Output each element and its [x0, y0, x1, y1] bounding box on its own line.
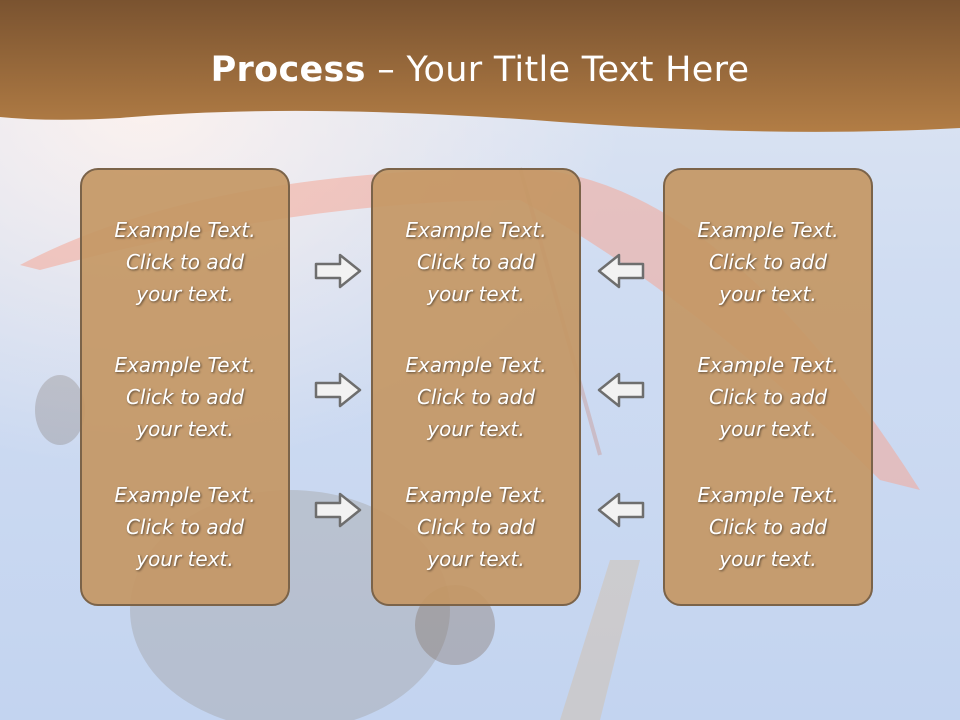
text-line: Example Text.	[697, 218, 839, 242]
text-line: your text.	[136, 282, 234, 306]
text-line: Example Text.	[697, 483, 839, 507]
text-block[interactable]: Example Text. Click to add your text.	[82, 214, 288, 310]
text-line: Example Text.	[405, 483, 547, 507]
text-line: Click to add	[416, 250, 536, 274]
process-column-left[interactable]: Example Text. Click to add your text. Ex…	[80, 168, 290, 606]
arrow-right-icon[interactable]	[314, 372, 362, 408]
process-column-center[interactable]: Example Text. Click to add your text. Ex…	[371, 168, 581, 606]
text-line: your text.	[427, 547, 525, 571]
text-line: your text.	[427, 417, 525, 441]
text-line: Click to add	[125, 385, 245, 409]
text-block[interactable]: Example Text. Click to add your text.	[82, 479, 288, 575]
text-line: Click to add	[708, 385, 828, 409]
text-line: your text.	[719, 417, 817, 441]
text-line: Click to add	[125, 515, 245, 539]
text-line: Example Text.	[114, 218, 256, 242]
text-line: Example Text.	[114, 483, 256, 507]
arrow-left-icon[interactable]	[597, 372, 645, 408]
arrow-left-icon[interactable]	[597, 253, 645, 289]
text-block[interactable]: Example Text. Click to add your text.	[82, 349, 288, 445]
header-band	[0, 0, 960, 132]
process-column-right[interactable]: Example Text. Click to add your text. Ex…	[663, 168, 873, 606]
text-line: your text.	[427, 282, 525, 306]
text-line: Example Text.	[405, 218, 547, 242]
text-block[interactable]: Example Text. Click to add your text.	[665, 214, 871, 310]
arrow-right-icon[interactable]	[314, 253, 362, 289]
text-line: your text.	[136, 417, 234, 441]
text-line: Click to add	[416, 515, 536, 539]
arrow-left-icon[interactable]	[597, 492, 645, 528]
text-block[interactable]: Example Text. Click to add your text.	[665, 349, 871, 445]
text-block[interactable]: Example Text. Click to add your text.	[373, 349, 579, 445]
text-line: Example Text.	[405, 353, 547, 377]
text-line: Example Text.	[114, 353, 256, 377]
text-block[interactable]: Example Text. Click to add your text.	[373, 479, 579, 575]
title-rest-text: – Your Title Text Here	[365, 50, 750, 90]
text-block[interactable]: Example Text. Click to add your text.	[373, 214, 579, 310]
slide-title[interactable]: Process – Your Title Text Here	[0, 50, 960, 90]
text-line: Click to add	[708, 515, 828, 539]
text-block[interactable]: Example Text. Click to add your text.	[665, 479, 871, 575]
title-bold-text: Process	[210, 50, 366, 90]
text-line: your text.	[719, 547, 817, 571]
text-line: Click to add	[708, 250, 828, 274]
text-line: Click to add	[416, 385, 536, 409]
arrow-right-icon[interactable]	[314, 492, 362, 528]
text-line: Example Text.	[697, 353, 839, 377]
text-line: your text.	[136, 547, 234, 571]
text-line: your text.	[719, 282, 817, 306]
text-line: Click to add	[125, 250, 245, 274]
